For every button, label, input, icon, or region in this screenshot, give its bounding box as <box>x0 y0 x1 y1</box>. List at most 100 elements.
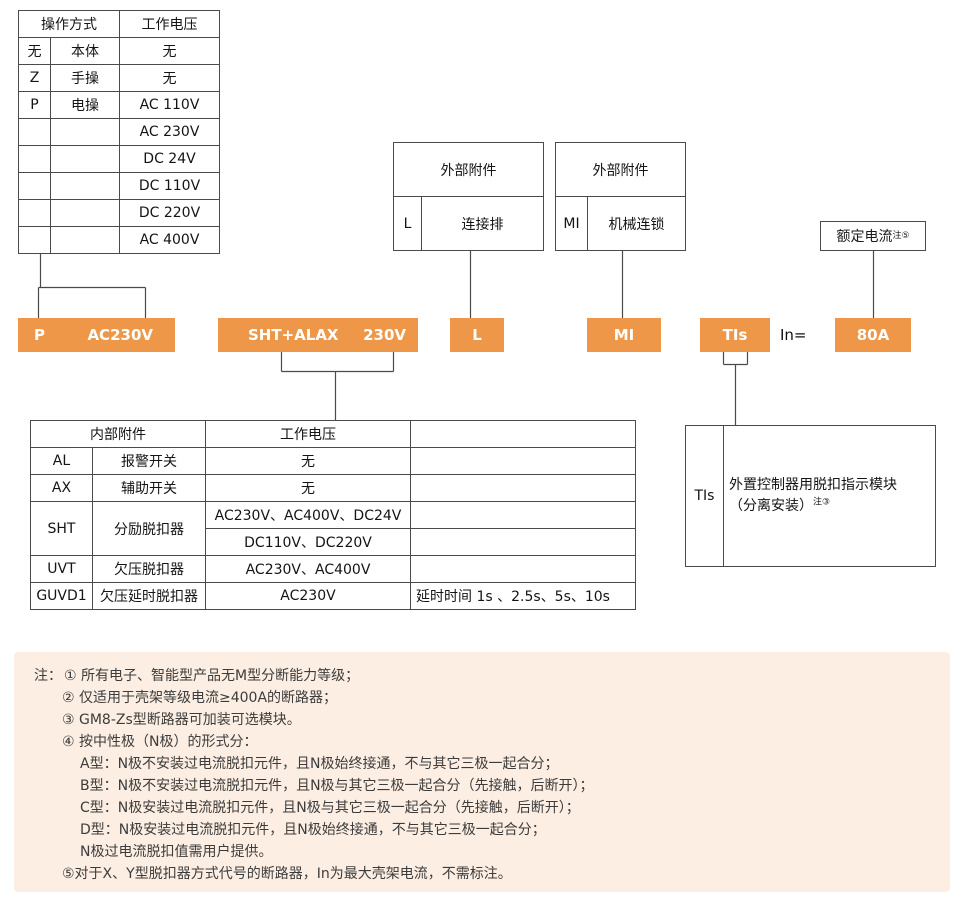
internal-accessory-code: SHT+ALAX <box>248 326 339 344</box>
op-voltage: AC 110V <box>119 91 220 119</box>
op-name <box>50 118 120 146</box>
int-voltage: AC230V、AC400V <box>205 555 411 583</box>
external-accessory-l-table: 外部附件 L 连接排 <box>393 142 544 251</box>
op-header-voltage: 工作电压 <box>119 10 220 38</box>
int-code: UVT <box>30 555 93 583</box>
note-line-2: ② 仅适用于壳架等级电流≥400A的断路器； <box>62 690 338 706</box>
op-name: 本体 <box>50 37 120 65</box>
rated-current-label: 额定电流 <box>836 229 893 245</box>
operation-voltage: AC230V <box>87 326 153 344</box>
note-line-8: D型：N极安装过电流脱扣元件，且N极始终接通，不与其它三极一起合分； <box>80 822 546 838</box>
table-row: AC 230V <box>18 118 220 146</box>
ext-l-code: L <box>393 196 422 251</box>
int-extra <box>410 501 636 529</box>
note-line-9: N极过电流脱扣值需用户提供。 <box>80 844 273 860</box>
int-code: GUVD1 <box>30 582 93 610</box>
int-header-extra <box>410 420 636 448</box>
note-line-7: C型：N极安装过电流脱扣元件，且N极与其它三极一起合分（先接触，后断开）； <box>80 800 580 816</box>
int-extra: 延时时间 1s 、2.5s、5s、10s <box>410 582 636 610</box>
tis-description-line2: （分离安装）注③ <box>729 497 831 514</box>
tis-table-code: TIs <box>685 425 724 567</box>
ext-l-header: 外部附件 <box>393 142 544 197</box>
op-code <box>18 199 51 227</box>
int-header-voltage: 工作电压 <box>205 420 411 448</box>
op-code <box>18 118 51 146</box>
connector-box5-to-tis-table <box>722 352 749 425</box>
rated-current-value: 80A <box>856 326 890 344</box>
table-row: SHT 分励脱扣器 AC230V、AC400V、DC24V <box>30 501 636 556</box>
table-row: DC 24V <box>18 145 220 173</box>
table-row: TIs 外置控制器用脱扣指示模块 （分离安装）注③ <box>685 425 936 567</box>
op-name <box>50 199 120 227</box>
op-voltage: AC 400V <box>119 226 220 254</box>
op-name <box>50 172 120 200</box>
int-code: AL <box>30 447 93 475</box>
note-line-3: ③ GM8-Zs型断路器可加装可选模块。 <box>62 712 301 728</box>
code-box-internal-accessory: SHT+ALAX 230V <box>218 318 418 352</box>
op-voltage: DC 110V <box>119 172 220 200</box>
int-name: 报警开关 <box>92 447 206 475</box>
int-name: 分励脱扣器 <box>92 501 206 556</box>
notes-label: 注： <box>34 668 62 684</box>
tis-note-ref: 注③ <box>813 497 831 508</box>
internal-accessory-table: 内部附件 工作电压 AL 报警开关 无 AX 辅助开关 无 SHT 分励脱扣器 … <box>30 420 636 610</box>
rated-current-box: 额定电流注⑤ <box>820 221 926 251</box>
table-row: DC 220V <box>18 199 220 227</box>
int-code: SHT <box>30 501 93 556</box>
op-code: 无 <box>18 37 51 65</box>
op-code <box>18 226 51 254</box>
op-name: 电操 <box>50 91 120 119</box>
mi-code: MI <box>613 326 635 344</box>
code-box-l: L <box>450 318 504 352</box>
ext-mi-code: MI <box>555 196 588 251</box>
int-voltage: 无 <box>205 474 411 502</box>
op-code <box>18 172 51 200</box>
table-row: 无 本体 无 <box>18 37 220 65</box>
l-code: L <box>472 326 482 344</box>
tis-table-description: 外置控制器用脱扣指示模块 （分离安装）注③ <box>723 425 936 567</box>
int-extra <box>410 447 636 475</box>
notes-panel: 注：① 所有电子、智能型产品无M型分断能力等级； ② 仅适用于壳架等级电流≥40… <box>14 652 950 892</box>
table-row: L 连接排 <box>393 196 544 251</box>
operation-code: P <box>34 326 45 344</box>
operation-mode-table: 操作方式 工作电压 无 本体 无 Z 手操 无 P 电操 AC 110V A <box>18 10 220 254</box>
external-accessory-mi-table: 外部附件 MI 机械连锁 <box>555 142 686 251</box>
int-voltage: DC110V、DC220V <box>205 528 411 556</box>
note-line-10: ⑤对于X、Y型脱扣器方式代号的断路器，In为最大壳架电流，不需标注。 <box>62 866 512 882</box>
connector-op-table-to-box1 <box>37 253 147 318</box>
op-voltage: DC 24V <box>119 145 220 173</box>
table-row: 内部附件 工作电压 <box>30 420 636 448</box>
note-line-1: 注：① 所有电子、智能型产品无M型分断能力等级； <box>14 665 950 687</box>
rated-current-note-ref: 注⑤ <box>892 230 910 241</box>
ext-mi-label: 机械连锁 <box>587 196 686 251</box>
table-row: MI 机械连锁 <box>555 196 686 251</box>
note-text: ① 所有电子、智能型产品无M型分断能力等级； <box>64 668 360 684</box>
table-row: DC 110V <box>18 172 220 200</box>
op-voltage: 无 <box>119 64 220 92</box>
int-voltage: AC230V、AC400V、DC24V <box>205 501 411 529</box>
table-row: AL 报警开关 无 <box>30 447 636 475</box>
in-equals-label: In= <box>780 326 807 344</box>
op-header-mode: 操作方式 <box>18 10 120 38</box>
connector-box2-to-int-table <box>280 352 395 420</box>
table-row: Z 手操 无 <box>18 64 220 92</box>
op-code: P <box>18 91 51 119</box>
table-row: AX 辅助开关 无 <box>30 474 636 502</box>
code-box-operation: P AC230V <box>18 318 175 352</box>
int-voltage: 无 <box>205 447 411 475</box>
op-voltage: DC 220V <box>119 199 220 227</box>
note-line-4: ④ 按中性极（N极）的形式分： <box>62 734 258 750</box>
internal-accessory-voltage: 230V <box>363 326 406 344</box>
table-row: GUVD1 欠压延时脱扣器 AC230V 延时时间 1s 、2.5s、5s、10… <box>30 582 636 610</box>
code-box-tis: TIs <box>700 318 770 352</box>
op-code: Z <box>18 64 51 92</box>
op-name <box>50 226 120 254</box>
table-row: P 电操 AC 110V <box>18 91 220 119</box>
int-extra <box>410 528 636 556</box>
op-code <box>18 145 51 173</box>
note-line-6: B型：N极不安装过电流脱扣元件，且N极与其它三极一起合分（先接触，后断开）； <box>80 778 594 794</box>
int-extra <box>410 474 636 502</box>
code-box-rated-current: 80A <box>835 318 911 352</box>
table-row: AC 400V <box>18 226 220 254</box>
